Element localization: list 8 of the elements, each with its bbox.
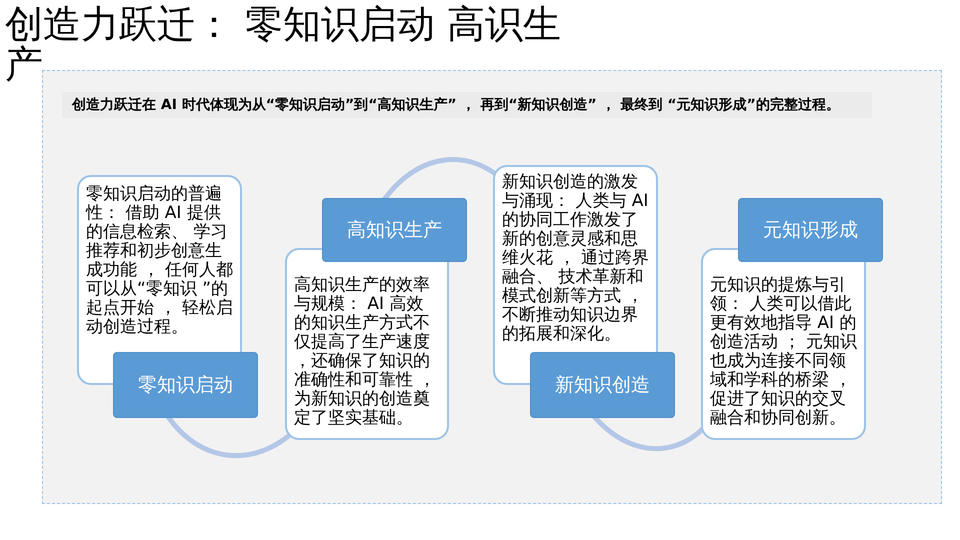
intro-text: 创造力跃迁在 AI 时代体现为从“零知识启动”到“高知识生产” ， 再到“新知识创造” ， 最终到 “元知识形成”的完整过程。	[62, 92, 872, 118]
stage-heading: 高知识生产	[322, 198, 467, 262]
description-card: 高知识生产的效率与规模： AI 高效的知识生产方式不仅提高了生产速度，还确保了知识的准确性和可靠性 ，为新知识的创造奠定了坚实基础。	[285, 248, 449, 440]
description-card: 元知识的提炼与引领： 人类可以借此更有效地指导 AI 的创造活动 ； 元知识也成为连接不同领域和学科的桥梁 ，促进了知识的交叉融合和协同创新。	[701, 248, 866, 440]
stage-heading: 零知识启动	[113, 352, 258, 418]
stage-heading: 元知识形成	[738, 198, 883, 262]
stage-heading: 新知识创造	[530, 352, 675, 418]
page-title: 创造力跃迁： 零知识启动 高识生产	[5, 4, 562, 84]
